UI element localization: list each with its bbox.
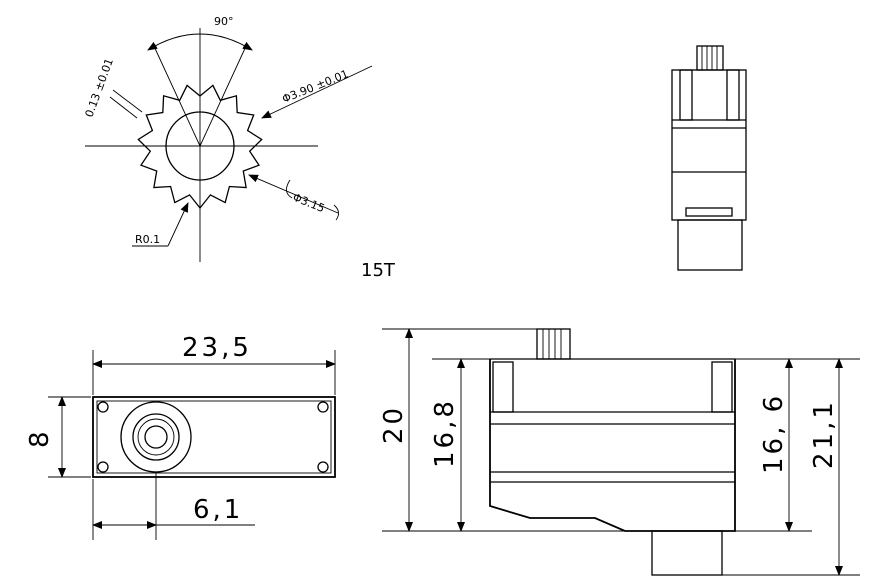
angle-ext-right	[199, 43, 248, 147]
outer-dia-label: Φ3.90 ±0.01	[280, 67, 350, 105]
gear-spline-outline	[137, 84, 263, 210]
body-height-label: 16,8	[430, 398, 460, 468]
top-view: 23,5 8 6,1	[25, 333, 336, 540]
mount-hole-br	[317, 461, 329, 473]
output-spline-outer	[132, 413, 180, 461]
angle-label: 90°	[214, 15, 234, 28]
side-view-tab-right	[711, 361, 733, 413]
root-dia-leader	[248, 174, 339, 214]
overall-height-label: 21,1	[809, 399, 839, 469]
end-view-lower-housing	[677, 219, 743, 271]
top-view-inner-outline	[96, 400, 332, 474]
angle-arc	[147, 33, 253, 51]
case-height-label: 16, 6	[759, 393, 789, 474]
end-view-tab-right	[726, 69, 740, 121]
tooth-tol-label: 0.13 ±0.01	[83, 57, 116, 119]
top-view-outline	[92, 396, 336, 478]
side-view-body-outline	[489, 359, 736, 532]
tooth-tol-leader-2	[109, 96, 138, 119]
root-dia-paren	[286, 179, 293, 199]
gear-detail-view: 90° 0.13 ±0.01 Φ3.90 ±0.01 Φ3.15 R0.1 15…	[83, 15, 396, 281]
radius-label: R0.1	[135, 233, 160, 246]
mount-hole-tl	[97, 401, 109, 413]
root-dia-label: Φ3.15	[291, 191, 327, 215]
width-label: 8	[25, 428, 55, 448]
end-view-shaft	[696, 45, 724, 71]
end-view	[671, 45, 747, 271]
side-view-shaft	[536, 328, 571, 360]
end-view-tab-left	[679, 69, 693, 121]
side-view-lower-housing	[651, 530, 723, 576]
mount-hole-tr	[317, 401, 329, 413]
root-dia-paren-r	[333, 204, 339, 221]
teeth-count-label: 15T	[361, 260, 396, 281]
end-view-body	[671, 69, 747, 221]
outer-dia-leader	[261, 65, 373, 119]
output-boss-outer	[120, 401, 192, 473]
angle-ext-left	[152, 43, 201, 147]
offset-label: 6,1	[193, 495, 243, 525]
output-spline-inner	[137, 418, 175, 456]
length-label: 23,5	[182, 333, 252, 363]
mount-hole-bl	[97, 461, 109, 473]
gear-bore-circle	[165, 111, 235, 181]
output-bore	[144, 425, 168, 449]
side-view: 20 16,8 16, 6 21,1	[379, 328, 860, 576]
end-view-connector	[685, 207, 733, 217]
total-height-label: 20	[379, 405, 409, 444]
radius-leader	[167, 202, 189, 247]
side-view-tab-left	[492, 361, 514, 413]
tooth-tol-leader	[112, 89, 143, 113]
